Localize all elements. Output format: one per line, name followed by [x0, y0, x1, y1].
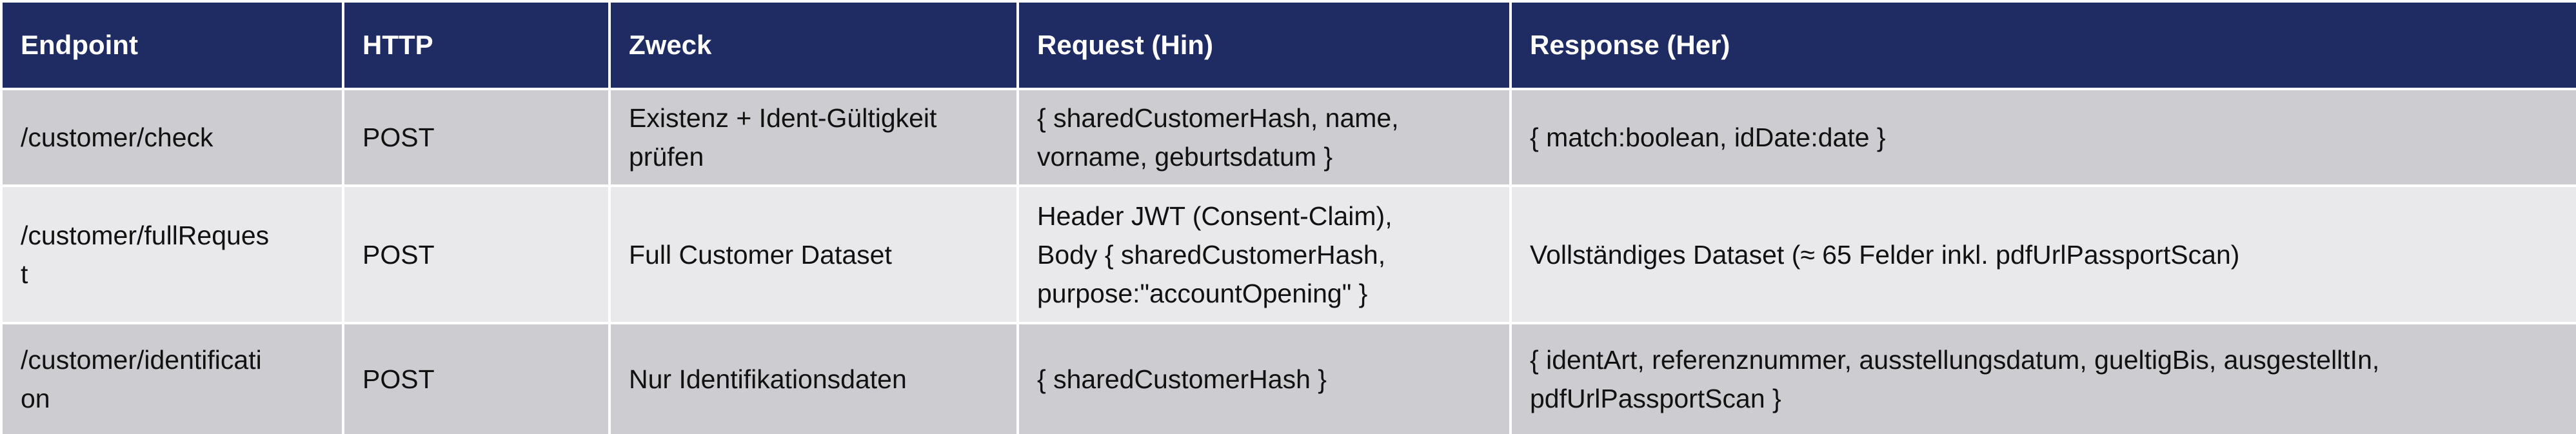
cell-line: pdfUrlPassportScan } — [1530, 384, 1781, 413]
cell-line: { match:boolean, idDate:date } — [1530, 123, 1886, 152]
cell-http: POST — [342, 88, 611, 187]
cell-line: prüfen — [629, 142, 704, 172]
header-http: HTTP — [342, 0, 611, 90]
cell-line: { sharedCustomerHash, name, — [1037, 103, 1399, 133]
header-zweck: Zweck — [608, 0, 1019, 90]
cell-line: Body { sharedCustomerHash, — [1037, 239, 1386, 270]
cell-request: { sharedCustomerHash } — [1016, 322, 1512, 434]
header-response: Response (Her) — [1509, 0, 2576, 90]
cell-zweck: Nur Identifikationsdaten — [608, 322, 1019, 434]
cell-endpoint: /customer/fullReques t — [0, 184, 344, 324]
cell-request: Header JWT (Consent-Claim), Body { share… — [1016, 184, 1512, 324]
cell-response: { match:boolean, idDate:date } — [1509, 88, 2576, 187]
cell-line: Vollständiges Dataset (≈ 65 Felder inkl.… — [1530, 239, 2240, 270]
cell-line: { identArt, referenznummer, ausstellungs… — [1530, 345, 2380, 375]
cell-line: purpose:"accountOpening" } — [1037, 278, 1368, 308]
table-header: Endpoint HTTP Zweck Request (Hin) Respon… — [0, 0, 2576, 90]
table-row: /customer/check POST Existenz + Ident-Gü… — [0, 88, 2576, 187]
cell-line: Header JWT (Consent-Claim), — [1037, 201, 1392, 231]
cell-line: { sharedCustomerHash } — [1037, 364, 1327, 394]
header-row: Endpoint HTTP Zweck Request (Hin) Respon… — [0, 0, 2576, 90]
header-request: Request (Hin) — [1016, 0, 1512, 90]
cell-endpoint: /customer/identificati on — [0, 322, 344, 434]
cell-line: vorname, geburtsdatum } — [1037, 142, 1333, 172]
cell-request: { sharedCustomerHash, name, vorname, geb… — [1016, 88, 1512, 187]
table-body: /customer/check POST Existenz + Ident-Gü… — [0, 88, 2576, 434]
cell-line: Nur Identifikationsdaten — [629, 364, 907, 394]
cell-response: Vollständiges Dataset (≈ 65 Felder inkl.… — [1509, 184, 2576, 324]
cell-response: { identArt, referenznummer, ausstellungs… — [1509, 322, 2576, 434]
cell-line: Existenz + Ident-Gültigkeit — [629, 103, 937, 133]
cell-zweck: Full Customer Dataset — [608, 184, 1019, 324]
cell-zweck: Existenz + Ident-Gültigkeit prüfen — [608, 88, 1019, 187]
cell-endpoint: /customer/check — [0, 88, 344, 187]
cell-line: Full Customer Dataset — [629, 239, 892, 270]
cell-line: /customer/identificati — [21, 345, 262, 375]
cell-http: POST — [342, 184, 611, 324]
table-row: /customer/fullReques t POST Full Custome… — [0, 184, 2576, 324]
header-endpoint: Endpoint — [0, 0, 344, 90]
cell-line: /customer/check — [21, 123, 213, 152]
cell-line: t — [21, 259, 28, 289]
cell-http: POST — [342, 322, 611, 434]
cell-line: /customer/fullReques — [21, 220, 270, 250]
table-row: /customer/identificati on POST Nur Ident… — [0, 322, 2576, 434]
cell-line: on — [21, 384, 50, 413]
